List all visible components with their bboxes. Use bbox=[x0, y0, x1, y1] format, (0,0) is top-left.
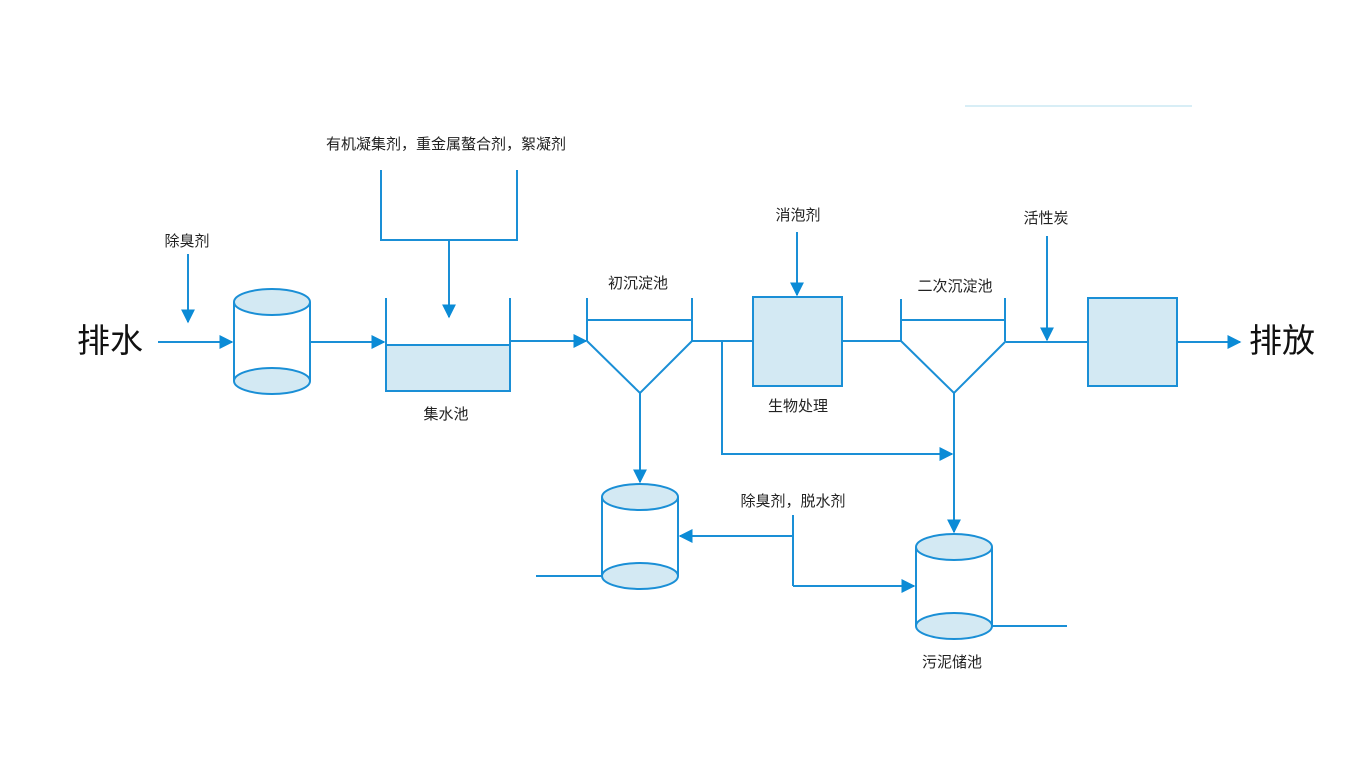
secondary-settling-label: 二次沉淀池 bbox=[917, 277, 992, 295]
biological-treatment-tank bbox=[752, 296, 843, 387]
final-treatment-tank bbox=[1087, 297, 1178, 387]
bypass-arrow bbox=[721, 341, 954, 461]
coagulant-feed-bracket bbox=[380, 170, 518, 241]
sludge-storage-label: 污泥储池 bbox=[922, 653, 982, 671]
output-label: 排放 bbox=[1249, 321, 1315, 360]
collection-tank-label: 集水池 bbox=[423, 405, 468, 423]
pretreatment-tank bbox=[233, 288, 311, 395]
primary-settling-tank bbox=[586, 298, 693, 395]
biological-treatment-label: 生物处理 bbox=[768, 397, 828, 415]
collection-tank bbox=[385, 298, 511, 392]
primary-settling-label: 初沉淀池 bbox=[608, 274, 668, 292]
coagulants-label: 有机凝集剂，重金属螯合剂，絮凝剂 bbox=[326, 135, 566, 153]
defoamer-label: 消泡剂 bbox=[775, 206, 820, 224]
sludge-storage-tank bbox=[915, 533, 993, 640]
sludge-dewatering-tank bbox=[601, 483, 679, 590]
sludge-agents-label: 除臭剂，脱水剂 bbox=[740, 492, 845, 510]
input-label: 排水 bbox=[77, 321, 143, 360]
secondary-settling-tank bbox=[900, 298, 1007, 395]
activated-carbon-label: 活性炭 bbox=[1023, 209, 1068, 227]
deodorant-label: 除臭剂 bbox=[164, 232, 209, 250]
